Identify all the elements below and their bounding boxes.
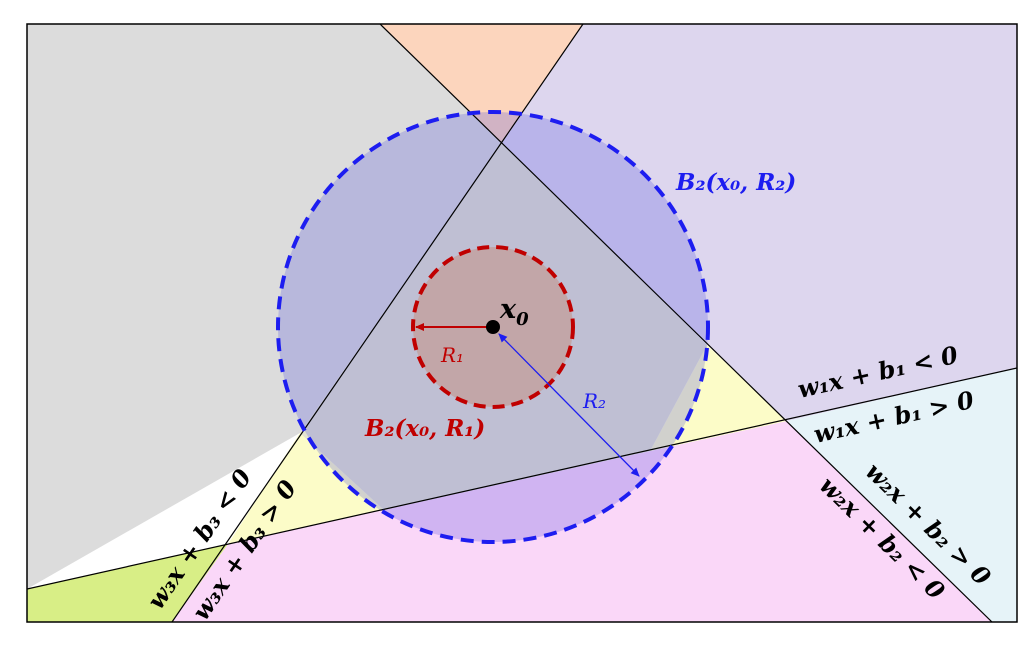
region-purple [502, 24, 1017, 421]
region-yellow-left [228, 433, 384, 544]
outer-ball-label: B₂(x₀, R₂) [675, 169, 796, 196]
region-gray [27, 24, 502, 589]
hyperplane-3 [171, 24, 584, 622]
region-cyan [787, 368, 1017, 622]
center-point-label: x0 [499, 294, 529, 330]
region-orange [380, 24, 583, 143]
region-green [27, 544, 228, 622]
hyperplane-2 [379, 24, 993, 622]
center-point [486, 320, 500, 334]
r2-label: R₂ [582, 389, 606, 413]
outer-ball-boundary [276, 110, 710, 544]
inner-ball-boundary [411, 245, 575, 409]
region-pink [172, 421, 992, 622]
region-yellow-right [650, 345, 787, 451]
r1-label: R₁ [440, 343, 464, 367]
hyperplane-1 [27, 367, 1017, 590]
radius-r2-arrow [498, 333, 640, 477]
diagram-frame [26, 23, 1018, 623]
inner-ball-label: B₂(x₀, R₁) [364, 415, 485, 442]
